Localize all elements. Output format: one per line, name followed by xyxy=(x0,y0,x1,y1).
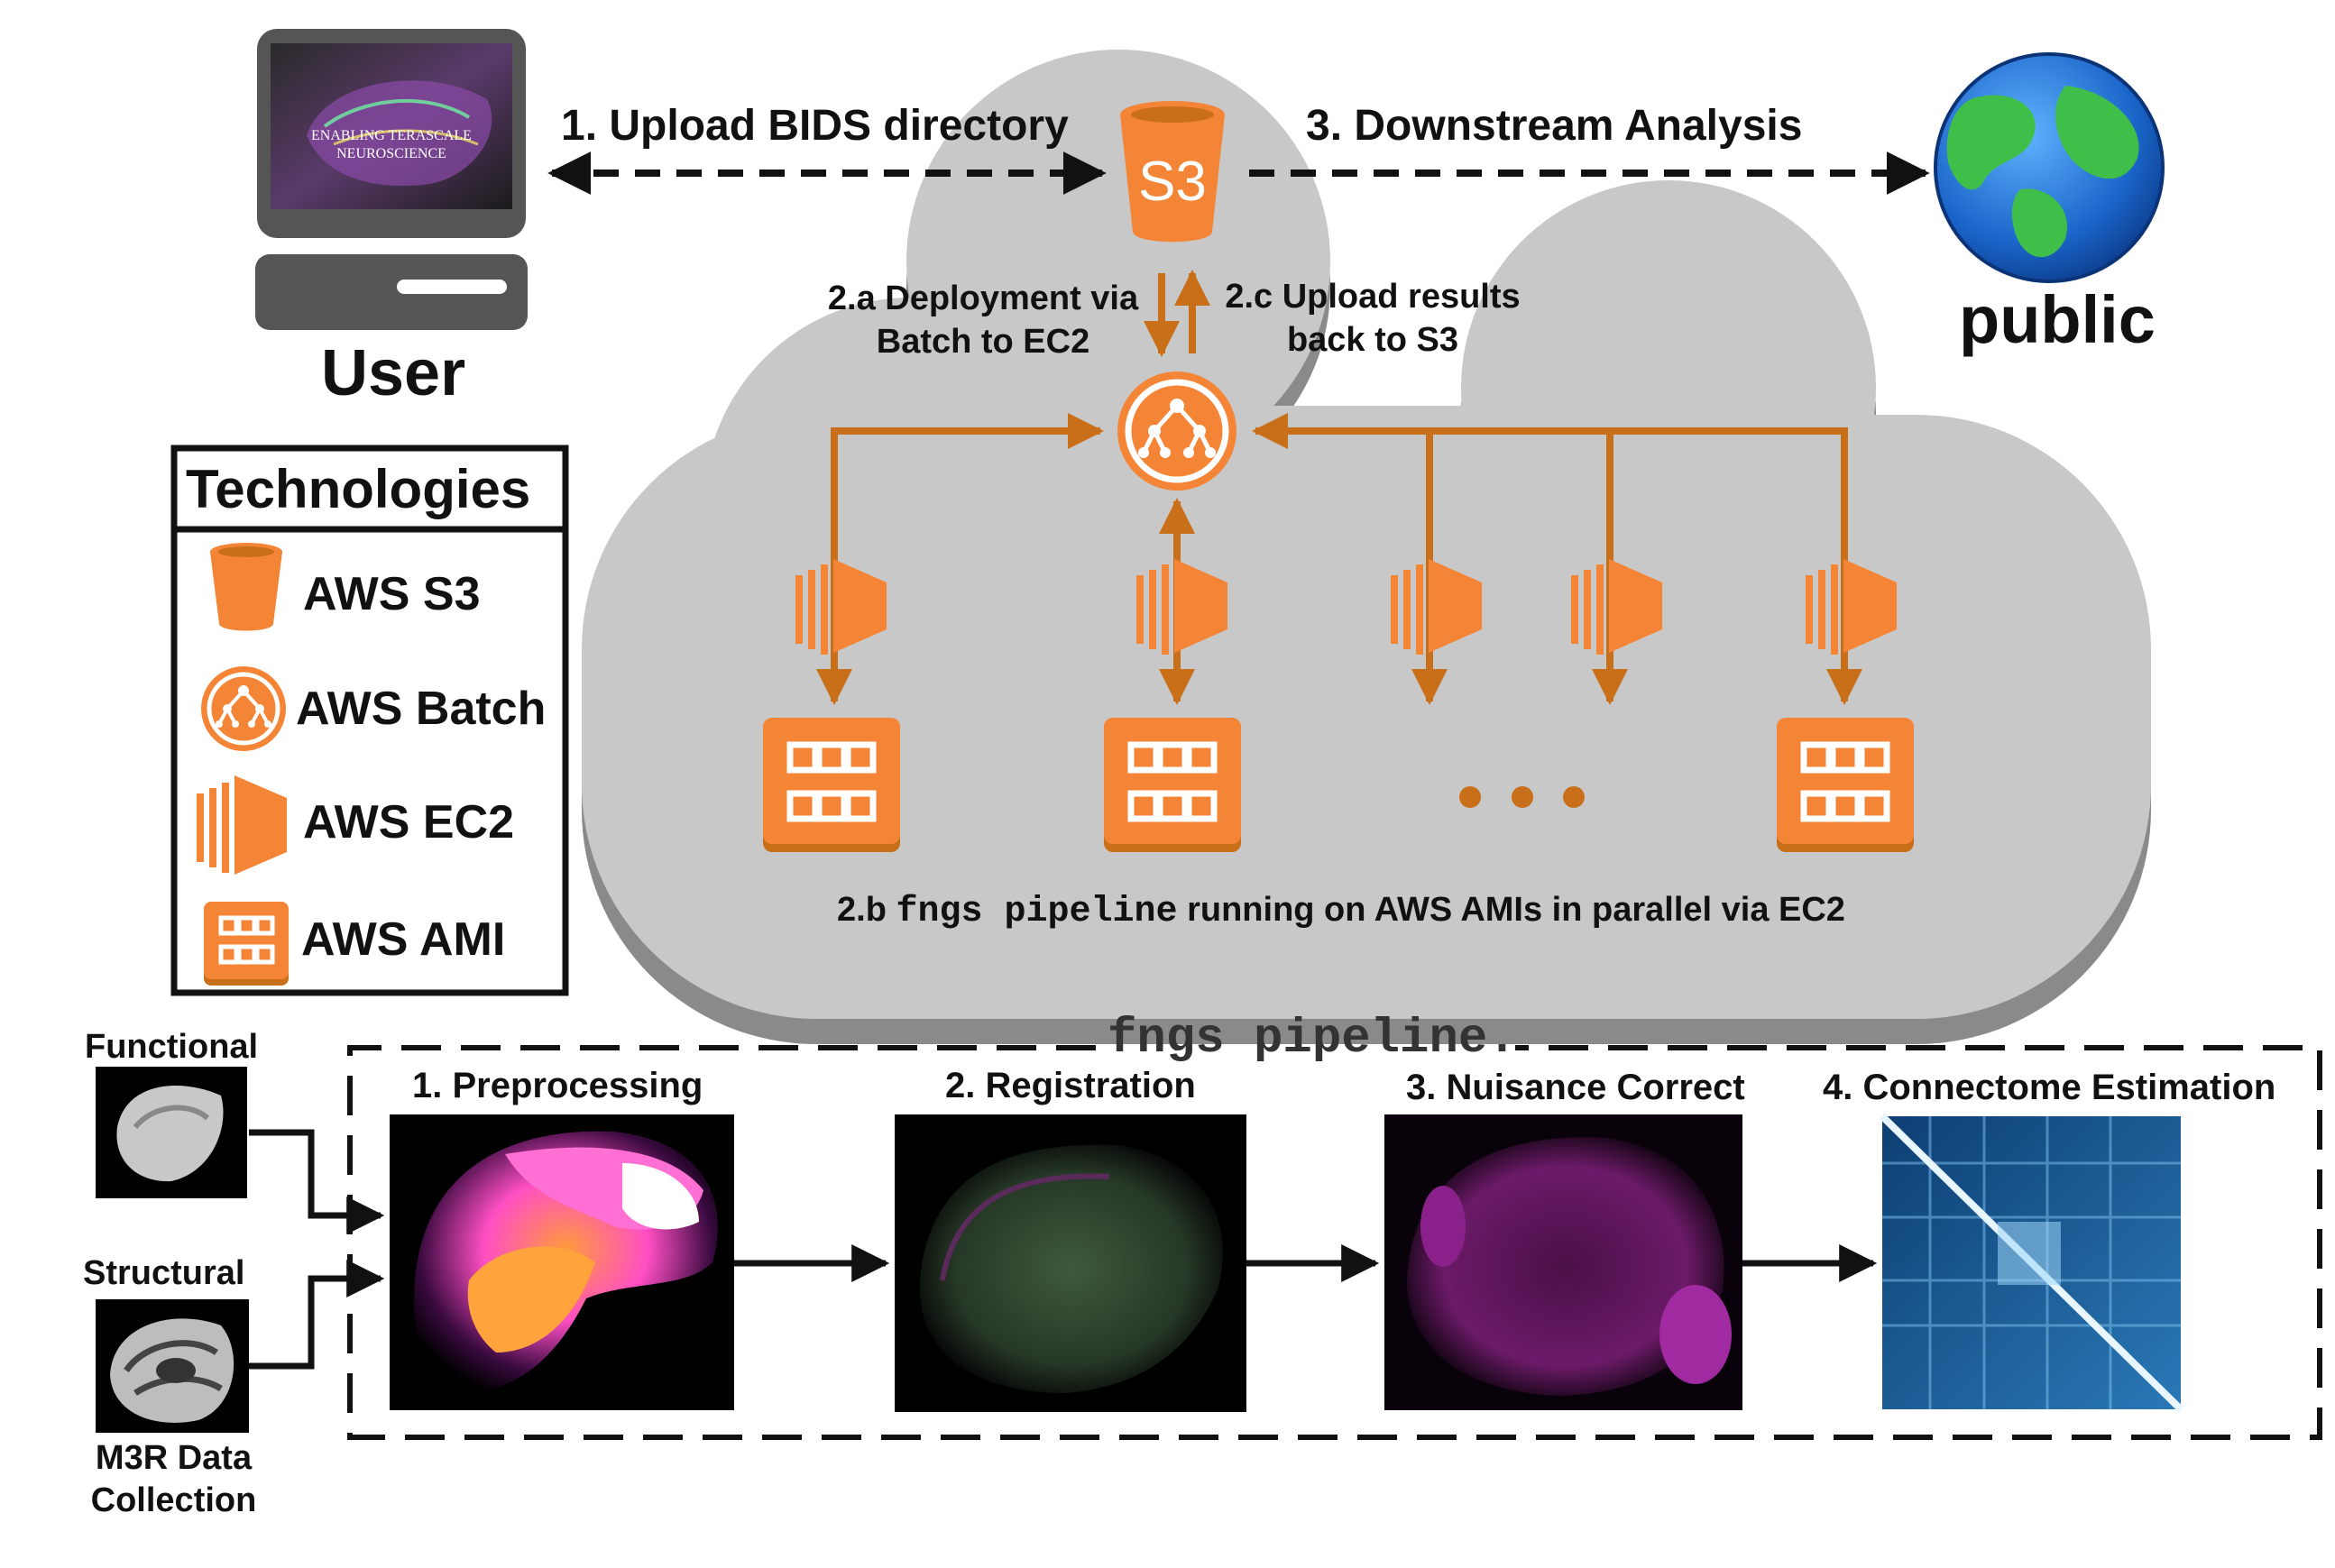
stage-label-connectome: 4. Connectome Estimation xyxy=(1823,1068,2276,1107)
structural-label: Structural xyxy=(83,1254,245,1292)
ami-icon xyxy=(763,718,900,852)
pipeline-step-label: 2.b fngs pipeline running on AWS AMIs in… xyxy=(837,893,1845,931)
batch-icon xyxy=(1117,371,1236,491)
upload-step-label: 1. Upload BIDS directory xyxy=(561,102,1069,150)
stage-label-registration: 2. Registration xyxy=(945,1066,1196,1105)
collection-label-line2: Collection xyxy=(90,1481,257,1519)
stage-label-preprocessing: 1. Preprocessing xyxy=(412,1066,703,1105)
user-label: User xyxy=(321,337,466,409)
legend-item-ec2: AWS EC2 xyxy=(303,796,515,848)
deploy-step-line1: 2.a Deployment via xyxy=(827,280,1139,317)
legend-s3-icon xyxy=(210,543,282,631)
results-step-line1: 2.c Upload results xyxy=(1225,278,1521,316)
functional-connector xyxy=(249,1129,385,1234)
downstream-step-label: 3. Downstream Analysis xyxy=(1306,102,1803,150)
connectome-matrix-image xyxy=(1880,1114,2183,1412)
s3-icon-text: S3 xyxy=(1138,151,1207,213)
legend-item-batch: AWS Batch xyxy=(296,683,547,735)
ami-icon xyxy=(1104,718,1241,852)
ec2-icon xyxy=(795,559,887,655)
registration-image xyxy=(895,1114,1246,1412)
preprocessing-image xyxy=(390,1114,734,1410)
legend-title: Technologies xyxy=(186,459,531,519)
globe-icon xyxy=(1934,52,2165,283)
nuisance-image xyxy=(1384,1114,1742,1410)
deploy-step-line2: Batch to EC2 xyxy=(876,323,1090,361)
functional-label: Functional xyxy=(85,1028,259,1066)
legend-ami-icon xyxy=(204,902,289,986)
legend-ec2-icon xyxy=(197,775,287,875)
user-computer-icon xyxy=(255,29,528,330)
pipeline-step-code: fngs pipeline xyxy=(896,892,1178,932)
pipeline-step-suffix: running on AWS AMIs in parallel via EC2 xyxy=(1187,891,1845,929)
pipeline-title: fngs pipeline. xyxy=(1108,1012,1517,1067)
pipeline-step-prefix: 2.b xyxy=(837,891,887,929)
ec2-icon xyxy=(1136,559,1227,655)
s3-bucket-icon xyxy=(1120,101,1225,243)
public-label: public xyxy=(1959,282,2156,357)
structural-connector xyxy=(249,1260,385,1370)
results-step-line2: back to S3 xyxy=(1286,321,1459,359)
legend-item-ami: AWS AMI xyxy=(301,913,506,966)
ec2-icon xyxy=(1571,559,1662,655)
functional-image xyxy=(96,1067,247,1198)
collection-label-line1: M3R Data xyxy=(95,1439,253,1477)
user-screen-line2: NEUROSCIENCE xyxy=(336,146,446,161)
legend-item-s3: AWS S3 xyxy=(303,568,481,620)
ellipsis-dots xyxy=(1459,786,1585,808)
user-screen-line1: ENABLING TERASCALE xyxy=(311,128,472,143)
ec2-icon xyxy=(1391,559,1482,655)
stage-label-nuisance: 3. Nuisance Correct xyxy=(1406,1068,1745,1107)
ec2-icon xyxy=(1806,559,1897,655)
structural-image xyxy=(96,1299,249,1433)
legend-batch-icon xyxy=(201,666,286,751)
ami-icon xyxy=(1777,718,1914,852)
pipeline-box xyxy=(347,1045,2322,1440)
